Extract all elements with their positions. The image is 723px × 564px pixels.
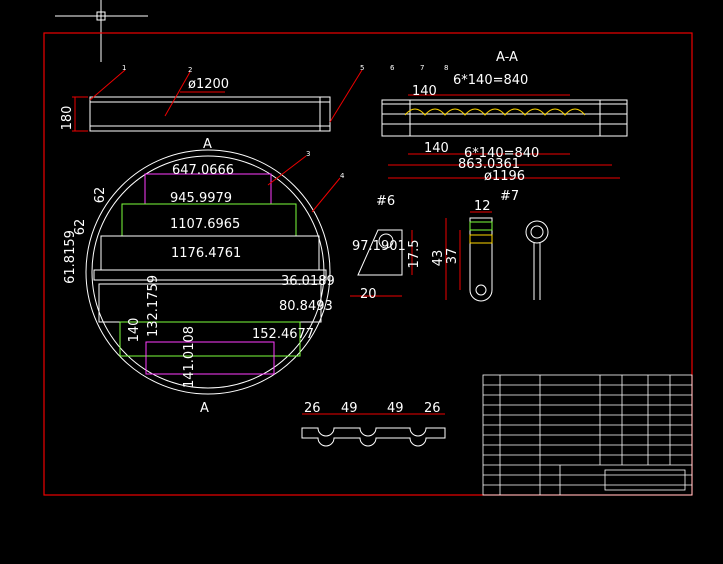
- plan-dim-12: 62: [73, 219, 88, 236]
- part-7-h2: 37: [445, 248, 460, 265]
- section-pitch-bottom: 6*140=840: [464, 146, 539, 161]
- part-6-dim-1: 97.1901: [352, 239, 406, 254]
- front-view: 180 ø1200 1 2 5: [60, 64, 364, 132]
- section-title: A-A: [496, 50, 518, 65]
- callout-7: 7: [420, 64, 424, 72]
- part-6-label: #6: [376, 194, 395, 209]
- plan-dim-9: 36.0189: [281, 274, 335, 289]
- plan-dim-2: 945.9979: [170, 191, 232, 206]
- part-6-view: #6 97.1901 17.5 20: [350, 194, 422, 302]
- part-6-dim-2: 17.5: [407, 240, 422, 269]
- strip-dim-2: 49: [341, 401, 358, 416]
- strip-dim-1: 26: [304, 401, 321, 416]
- title-block: [482, 374, 693, 496]
- section-overall: 863.0361: [458, 157, 520, 172]
- plan-dim-1: 647.0666: [172, 163, 234, 178]
- plan-dim-8: 152.4677: [252, 327, 314, 342]
- front-dia-dim: ø1200: [188, 77, 229, 92]
- plan-dim-6: 141.0108: [182, 326, 197, 388]
- section-first2: 140: [424, 141, 449, 156]
- callout-5: 5: [360, 64, 364, 72]
- section-a-a-view: A-A 6*140=840 140 140 6*140=840 863.0361…: [381, 50, 628, 184]
- plan-dim-10: 140: [127, 318, 142, 343]
- section-first: 140: [412, 84, 437, 99]
- plan-view: 647.0666 945.9979 1107.6965 1176.4761 13…: [63, 137, 345, 416]
- plan-dim-3: 1107.6965: [170, 217, 240, 232]
- plan-dim-13: 62: [93, 187, 108, 204]
- part-7-label: #7: [500, 189, 519, 204]
- callout-1: 1: [122, 64, 126, 72]
- section-pitch-top: 6*140=840: [453, 73, 528, 88]
- section-dia: ø1196: [484, 169, 525, 184]
- strip-dim-3: 49: [387, 401, 404, 416]
- callout-3: 3: [306, 150, 310, 158]
- crosshair-cursor-icon: [55, 0, 148, 62]
- callout-8: 8: [444, 64, 448, 72]
- part-7-h1: 43: [431, 250, 446, 267]
- front-height-dim: 180: [60, 106, 75, 131]
- callout-4: 4: [340, 172, 345, 180]
- plan-dim-5: 132.1759: [146, 275, 161, 337]
- strip-profile-view: 26 49 49 26: [301, 401, 446, 447]
- view-label-top: A: [203, 137, 212, 152]
- part-6-dim-3: 20: [360, 287, 377, 302]
- plan-dim-11: 61.8159: [63, 230, 78, 284]
- part-7-view: #7 12 43 37: [431, 189, 549, 302]
- callout-6: 6: [390, 64, 395, 72]
- strip-dim-4: 26: [424, 401, 441, 416]
- callout-2: 2: [188, 66, 192, 74]
- drawing-border: [43, 32, 693, 496]
- part-7-w: 12: [474, 199, 491, 214]
- plan-dim-4: 1176.4761: [171, 246, 241, 261]
- view-label-bottom: A: [200, 401, 209, 416]
- plan-dim-7: 80.8493: [279, 299, 333, 314]
